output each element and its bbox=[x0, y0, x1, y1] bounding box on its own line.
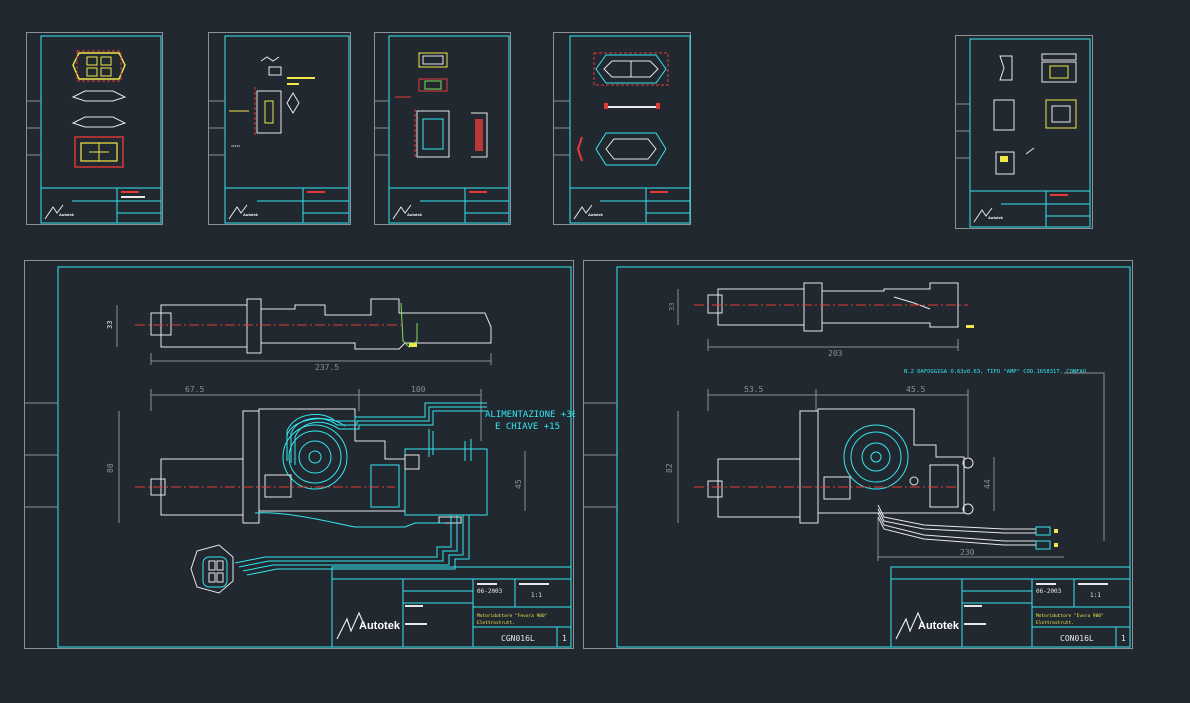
right-front-view bbox=[694, 408, 974, 524]
right-title-block: Autotek 06-2003 1:1 Motoriduttore "Evora… bbox=[890, 566, 1131, 648]
right-annotation: N.2 DAFOGGIGA O.63x0.63, TIPO "AMP" COD.… bbox=[904, 369, 1086, 375]
left-dim-front-right: 100 bbox=[411, 385, 426, 394]
left-dim-connector-height: 45 bbox=[514, 479, 523, 489]
left-annotation-line2: E CHIAVE +15 bbox=[495, 422, 560, 432]
left-annotation-line1: ALIMENTAZIONE +30 bbox=[485, 410, 575, 420]
sheet-1-logo: Autotek bbox=[59, 212, 75, 217]
sheet-4-drawing: Autotek bbox=[554, 35, 691, 224]
sheet-2-logo: Autotek bbox=[243, 212, 259, 217]
sheet-1-part-bottom bbox=[74, 136, 124, 168]
sheet-3-part-main bbox=[395, 96, 488, 159]
right-dim-front-right: 45.5 bbox=[906, 385, 925, 394]
right-dim-cable-length: 230 bbox=[960, 548, 975, 557]
sheet-1-part-top bbox=[72, 50, 126, 82]
drawing-sheet-4[interactable]: Autotek bbox=[553, 32, 691, 225]
left-front-view bbox=[135, 408, 488, 524]
sheet-3-part-top bbox=[418, 52, 448, 92]
right-dim-top-height: 33 bbox=[668, 303, 676, 311]
right-dim-top-length: 203 bbox=[828, 349, 843, 358]
drawing-sheet-right-large[interactable]: 33 203 N.2 DAFOGGIGA O.63x0.63, TIPO "AM… bbox=[583, 260, 1133, 649]
right-title-desc1: Motoriduttore "Evora 900" bbox=[1036, 613, 1104, 619]
left-title-code: CGN016L bbox=[501, 634, 535, 643]
sheet-2-part-main: VISTA bbox=[229, 87, 300, 148]
left-title-desc2: Elettrostrutt. bbox=[477, 620, 515, 626]
left-title-desc1: Motoriduttore "Fevora 900" bbox=[477, 613, 547, 619]
drawing-sheet-left-large[interactable]: 33 237.5 67.5 100 80 45 bbox=[24, 260, 575, 649]
sheet-4-part-top bbox=[593, 52, 669, 86]
sheet-3-drawing: Autotek bbox=[375, 35, 510, 224]
sheet-2-part-top bbox=[260, 56, 315, 85]
left-dim-front-height: 80 bbox=[106, 463, 115, 473]
left-dim-top-height: 33 bbox=[106, 321, 114, 329]
sheet-4-part-bottom bbox=[576, 132, 667, 166]
left-dim-top-length: 237.5 bbox=[315, 363, 339, 372]
right-title-logo: Autotek bbox=[918, 620, 960, 632]
sheet-1-part-side bbox=[71, 90, 127, 128]
right-title-desc2: Elettrostrutt. bbox=[1036, 620, 1074, 626]
left-cable-harness bbox=[234, 402, 487, 576]
drawing-sheet-1[interactable]: Autotek bbox=[26, 32, 163, 225]
right-title-sheet: 1 bbox=[1121, 634, 1126, 643]
sheet-5-part-bottom bbox=[995, 147, 1035, 175]
sheet-5-drawing: Autotek bbox=[956, 38, 1091, 228]
left-title-block: Autotek 06-2003 1:1 Motoriduttore "Fevor… bbox=[331, 566, 572, 648]
left-top-view: 33 237.5 bbox=[106, 298, 492, 372]
left-dim-front-left: 67.5 bbox=[185, 385, 204, 394]
sheet-5-part-top bbox=[999, 53, 1077, 83]
right-title-scale: 1:1 bbox=[1090, 592, 1101, 599]
left-front-dimensions: 67.5 100 80 45 bbox=[106, 385, 526, 523]
drawing-sheet-3[interactable]: Autotek bbox=[374, 32, 511, 225]
sheet-3-logo: Autotek bbox=[407, 212, 423, 217]
sheet-2-drawing: VISTA Autotek bbox=[209, 35, 350, 224]
right-top-view: 33 203 bbox=[668, 282, 974, 358]
drawing-sheet-2[interactable]: VISTA Autotek bbox=[208, 32, 351, 225]
right-title-code: CON016L bbox=[1060, 634, 1094, 643]
drawing-sheet-5[interactable]: Autotek bbox=[955, 35, 1093, 229]
right-cable-harness bbox=[877, 504, 1058, 550]
sheet-1-drawing: Autotek bbox=[27, 35, 162, 224]
sheet-5-part-middle bbox=[993, 99, 1077, 131]
sheet-4-part-side bbox=[604, 103, 660, 109]
right-dim-front-left: 53.5 bbox=[744, 385, 763, 394]
sheet-2-label: VISTA bbox=[231, 144, 240, 148]
left-title-sheet: 1 bbox=[562, 634, 567, 643]
right-drawing-canvas: 33 203 N.2 DAFOGGIGA O.63x0.63, TIPO "AM… bbox=[584, 266, 1131, 648]
left-title-date: 06-2003 bbox=[477, 588, 503, 595]
left-connector-plug bbox=[190, 544, 234, 594]
right-dim-front-height: 82 bbox=[665, 463, 674, 473]
left-title-logo: Autotek bbox=[359, 620, 401, 632]
left-drawing-canvas: 33 237.5 67.5 100 80 45 bbox=[25, 266, 575, 648]
sheet-4-logo: Autotek bbox=[588, 212, 604, 217]
right-title-date: 06-2003 bbox=[1036, 588, 1062, 595]
right-front-dimensions: 53.5 45.5 82 44 230 bbox=[665, 372, 1105, 561]
sheet-5-logo: Autotek bbox=[988, 215, 1004, 220]
left-title-scale: 1:1 bbox=[531, 592, 542, 599]
right-dim-connector-height: 44 bbox=[983, 479, 992, 489]
